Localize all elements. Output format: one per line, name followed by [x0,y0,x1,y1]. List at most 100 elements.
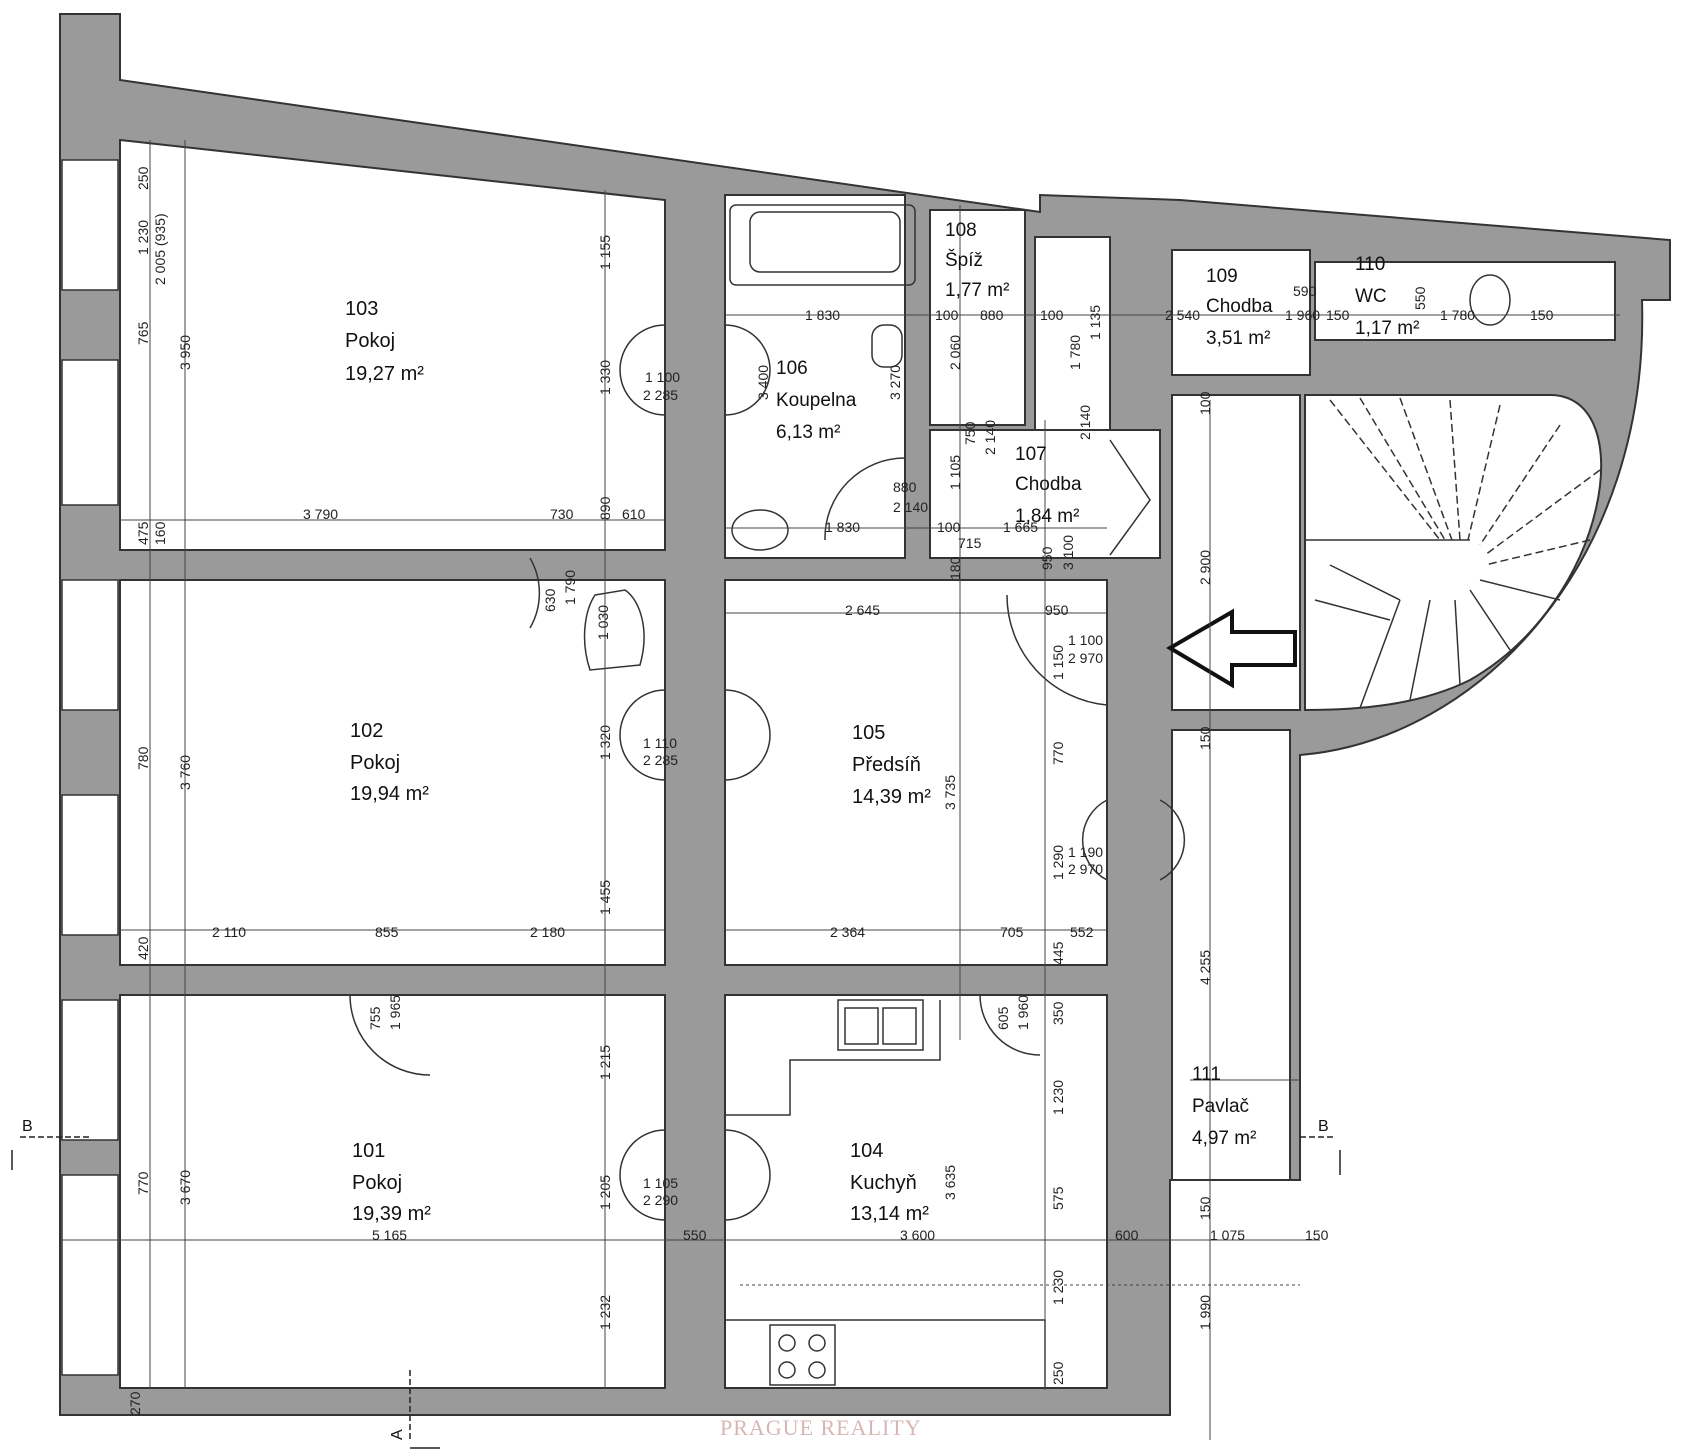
room-107-area: 1,84 m² [1015,506,1079,527]
chimney [583,589,645,671]
room-108-area: 1,77 m² [945,280,1009,301]
dim-label: 550 [1412,286,1428,310]
room-103-number: 103 [345,298,378,320]
room-106-number: 106 [776,358,808,379]
dim-label: 770 [135,1171,151,1195]
room-104-name: Kuchyň [850,1172,917,1194]
room-106-area: 6,13 m² [776,422,840,443]
dim-label: 600 [1115,1227,1139,1243]
dim-label: 3 790 [303,506,338,522]
dim-label: 445 [1050,941,1066,965]
dim-label: 1 790 [562,570,578,605]
room-102-number: 102 [350,720,383,742]
room-105-area: 14,39 m² [852,786,931,808]
dim-label: 1 990 [1197,1295,1213,1330]
bathtub [729,204,916,286]
room-110-area: 1,17 m² [1355,318,1419,339]
dim-label: 1 215 [597,1045,613,1080]
dim-label: 160 [152,521,168,545]
room-109-area: 3,51 m² [1206,328,1270,349]
dim-label: 2 060 [947,335,963,370]
dim-label: 180 [947,556,963,580]
outer-wall [59,13,1671,1416]
dim-label: 750 [962,421,978,445]
dim-label: 1 780 [1067,335,1083,370]
entrance-arrow [1166,608,1297,689]
dim-label: 1 105 [643,1175,678,1191]
dim-label: 3 400 [755,365,771,400]
toilet-bath [871,324,903,368]
dim-label: 5 165 [372,1227,407,1243]
dim-label: 3 635 [942,1165,958,1200]
dim-label: 2 285 [643,752,678,768]
dim-label: 2 970 [1068,650,1103,666]
dim-label: 1 960 [1015,995,1031,1030]
dim-label: 1 230 [1050,1080,1066,1115]
fixtures [583,204,1511,1389]
dim-label: 250 [1050,1361,1066,1385]
window [61,159,119,291]
dim-label: 1 830 [805,307,840,323]
dim-label: 770 [1050,741,1066,765]
dim-label: 3 600 [900,1227,935,1243]
dim-label: 765 [135,321,151,345]
room-107-name: Chodba [1015,474,1082,495]
room-106-name: Koupelna [776,390,857,411]
dim-label: 2 140 [893,499,928,515]
dim-label: 475 [135,521,151,545]
room-110-number: 110 [1355,254,1385,275]
dim-label: 1 665 [1003,519,1038,535]
dim-label: 610 [622,506,646,522]
dim-label: 2 290 [643,1192,678,1208]
dim-label: 2 005 (935) [152,213,168,285]
room-105-number: 105 [852,722,885,744]
dim-label: 100 [937,519,961,535]
dim-label: 100 [1197,391,1213,415]
dim-label: 1 780 [1440,307,1475,323]
dim-label: 1 455 [597,880,613,915]
room-101-number: 101 [352,1140,385,1162]
dim-label: 1 135 [1087,305,1103,340]
dimension-lines [60,140,1620,1440]
dim-label: 605 [995,1006,1011,1030]
room-111-area: 4,97 m² [1192,1128,1256,1149]
walls [59,13,1671,1416]
dim-label: 1 155 [597,235,613,270]
room-102-area: 19,94 m² [350,783,429,805]
dim-label: 1 110 [643,735,677,751]
dim-label: 590 [1293,283,1317,299]
dim-label: 1 960 [1285,307,1320,323]
window [61,579,119,711]
dim-label: 2 645 [845,602,880,618]
dim-label: 880 [893,479,917,495]
room-107-number: 107 [1015,444,1047,465]
room-labels: 103 Pokoj 19,27 m² 102 Pokoj 19,94 m² 10… [345,220,1419,1225]
dim-label: 1 965 [387,995,403,1030]
room-101-name: Pokoj [352,1172,402,1194]
dim-label: 1 232 [597,1295,613,1330]
dim-label: 3 670 [177,1170,193,1205]
dim-label: 2 900 [1197,550,1213,585]
dim-label: 150 [1197,1196,1213,1220]
dim-label: 150 [1197,726,1213,750]
window [61,359,119,506]
room-108-name: Špíž [945,249,983,271]
washbasin [731,509,789,551]
dim-label: 100 [935,307,959,323]
stove [769,1324,836,1386]
staircase [1304,395,1601,710]
dim-label: 2 540 [1165,307,1200,323]
room-103-area: 19,27 m² [345,363,424,385]
dim-label: 630 [542,588,558,612]
dim-label: 1 100 [645,369,680,385]
room-104-number: 104 [850,1140,883,1162]
dim-label: 1 075 [1210,1227,1245,1243]
dim-label: 2 180 [530,924,565,940]
dim-label: 2 285 [643,387,678,403]
window [61,1174,119,1376]
room-101-area: 19,39 m² [352,1203,431,1225]
dim-label: 3 270 [887,365,903,400]
dim-label: 270 [127,1391,143,1415]
wc-toilet [1469,274,1511,326]
